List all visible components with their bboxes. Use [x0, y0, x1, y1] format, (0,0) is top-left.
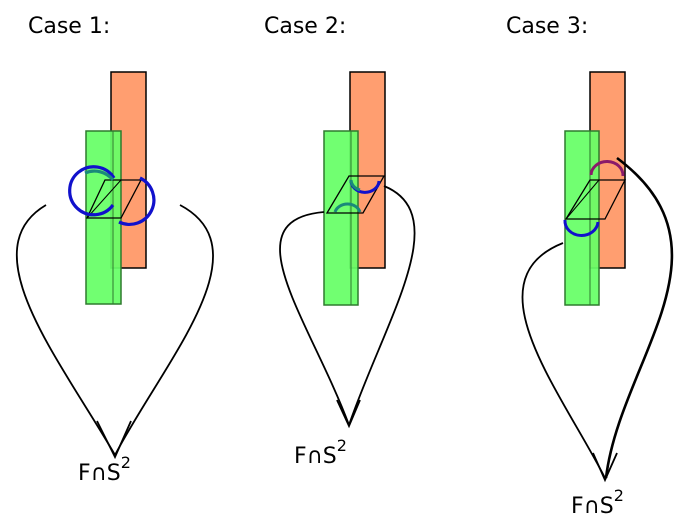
case-3-arrowhead	[592, 452, 618, 483]
case-3-top-arc	[589, 160, 625, 177]
case-3-loop-curve-left	[521, 242, 606, 479]
case-3-bottom-arc	[563, 219, 600, 237]
case-3: Case 3: F∩S2	[506, 14, 674, 519]
case-3-green-strip	[564, 130, 600, 306]
case-3-loop-curve-right	[604, 156, 674, 479]
case-1-title: Case 1:	[28, 14, 110, 39]
case-1-parallelogram	[85, 179, 143, 219]
case-3-title: Case 3:	[506, 14, 588, 39]
case-1-diagonal	[86, 179, 122, 219]
case-2-top-arc-teal	[349, 179, 361, 192]
case-2-green-strip	[323, 130, 359, 306]
case-2-arrowhead	[336, 399, 361, 429]
case-1-label: F∩S2	[78, 453, 131, 486]
case-3-label: F∩S2	[571, 486, 624, 519]
case-1-left-circle	[68, 165, 116, 217]
case-1-left-circle-teal	[84, 169, 115, 182]
case-3-parallelogram	[564, 179, 627, 220]
case-2-parallelogram	[325, 175, 386, 214]
case-2-label: F∩S2	[294, 436, 347, 469]
case-2: Case 2: F∩S2	[264, 14, 416, 469]
case-1: Case 1: F∩S2	[15, 14, 214, 486]
case-2-bottom-arc	[333, 202, 362, 213]
case-2-title: Case 2:	[264, 14, 346, 39]
case-1-right-circle	[118, 176, 156, 226]
case-1-arrowhead	[96, 420, 132, 460]
case-3-diagonal	[565, 179, 600, 220]
